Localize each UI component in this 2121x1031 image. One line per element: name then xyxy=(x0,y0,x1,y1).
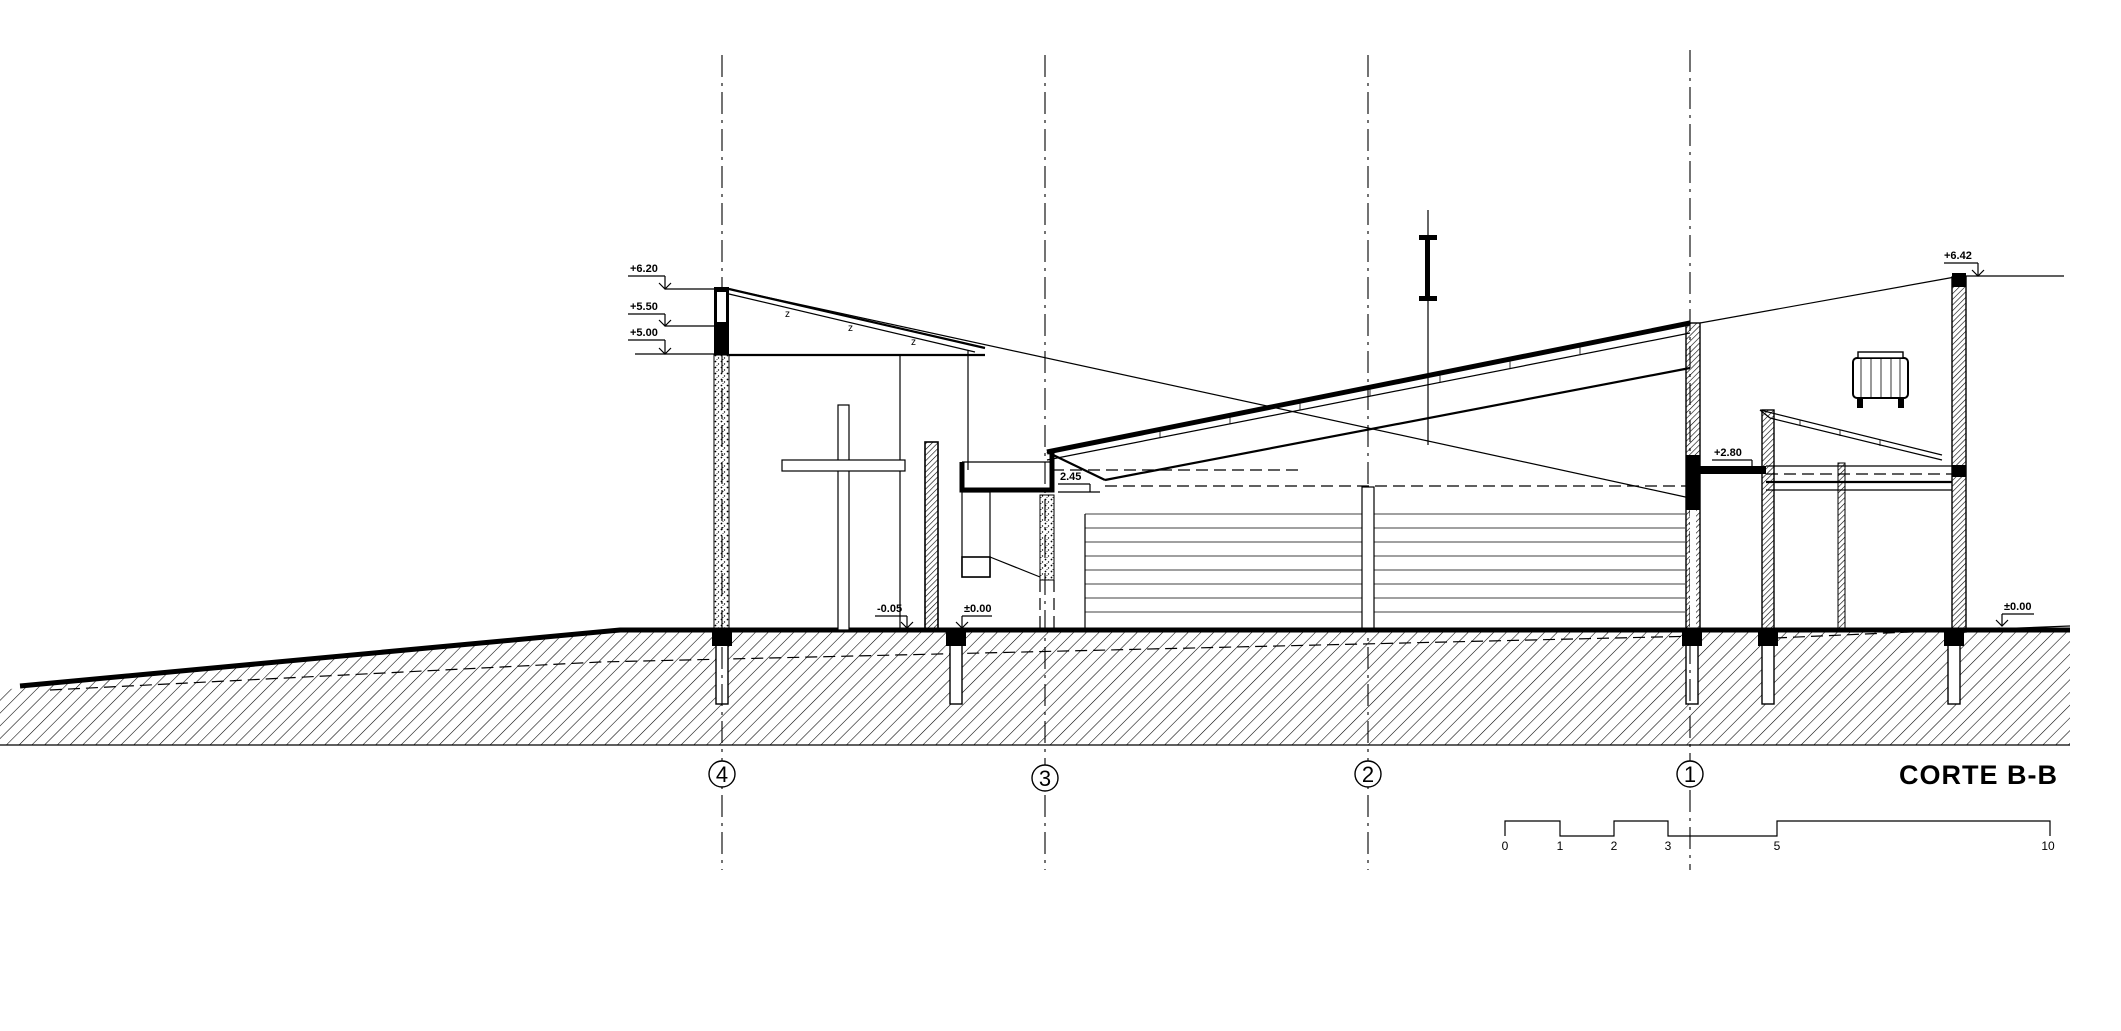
level-label: 2.45 xyxy=(1060,471,1081,483)
level-label: -0.05 xyxy=(877,603,902,615)
level-label: +6.20 xyxy=(630,263,658,275)
level-label: +5.00 xyxy=(630,327,658,339)
cross-icon xyxy=(781,404,906,631)
level-marker: +2.80 xyxy=(1712,447,1753,466)
middle-volume xyxy=(959,210,1691,631)
scale-tick-label: 2 xyxy=(1611,839,1618,853)
axis-label: 4 xyxy=(716,762,728,787)
left-wall xyxy=(713,354,730,631)
right-building xyxy=(1685,273,2064,639)
scale-bar: 0 1 2 3 5 10 xyxy=(1502,820,2055,853)
scale-tick-label: 3 xyxy=(1665,839,1672,853)
steel-profile-icon xyxy=(1419,210,1437,445)
level-marker: -0.05 xyxy=(875,603,914,629)
ground xyxy=(0,627,2070,746)
scale-tick-label: 10 xyxy=(2041,839,2055,853)
axis-bubble-4: 4 xyxy=(708,760,736,788)
main-roof xyxy=(1046,320,1691,455)
level-label: ±0.00 xyxy=(2004,601,2031,613)
axis-bubbles: 4 3 2 1 xyxy=(708,760,1704,792)
svg-text:z: z xyxy=(848,323,853,334)
level-marker: +5.00 xyxy=(628,327,714,355)
svg-text:z: z xyxy=(911,337,916,348)
cladding-lines xyxy=(1085,513,1685,613)
ground-dashed-line xyxy=(49,635,1701,691)
svg-text:z: z xyxy=(785,309,790,320)
level-marker: +6.42 xyxy=(1944,250,1985,277)
axis-bubble-3: 3 xyxy=(1031,764,1059,792)
level-marker: +6.20 xyxy=(628,263,714,290)
level-marker: ±0.00 xyxy=(1995,601,2034,627)
axis-bubble-1: 1 xyxy=(1676,760,1704,788)
level-label: +6.42 xyxy=(1944,250,1972,262)
level-marker: +5.50 xyxy=(628,301,714,327)
left-building: z z z xyxy=(713,287,1691,631)
axis-label: 2 xyxy=(1362,762,1374,787)
scale-tick-label: 1 xyxy=(1557,839,1564,853)
level-marker: ±0.00 xyxy=(955,603,992,629)
axis-bubble-2: 2 xyxy=(1354,760,1382,788)
drawing-title: CORTE B-B xyxy=(1899,760,2058,790)
footings xyxy=(715,637,1961,705)
level-markers: +6.20 +5.50 +5.00 +6.42 + xyxy=(628,250,2034,629)
scale-tick-label: 0 xyxy=(1502,839,1509,853)
level-label: +2.80 xyxy=(1714,447,1742,459)
water-tank-icon xyxy=(1852,351,1909,408)
level-label: +5.50 xyxy=(630,301,658,313)
axis-label: 1 xyxy=(1684,762,1696,787)
scale-tick-label: 5 xyxy=(1774,839,1781,853)
ground-hatch xyxy=(0,632,2070,745)
level-marker: 2.45 xyxy=(1058,471,1100,493)
axis-label: 3 xyxy=(1039,766,1051,791)
level-label: ±0.00 xyxy=(964,603,991,615)
right-roof xyxy=(1699,276,1956,324)
